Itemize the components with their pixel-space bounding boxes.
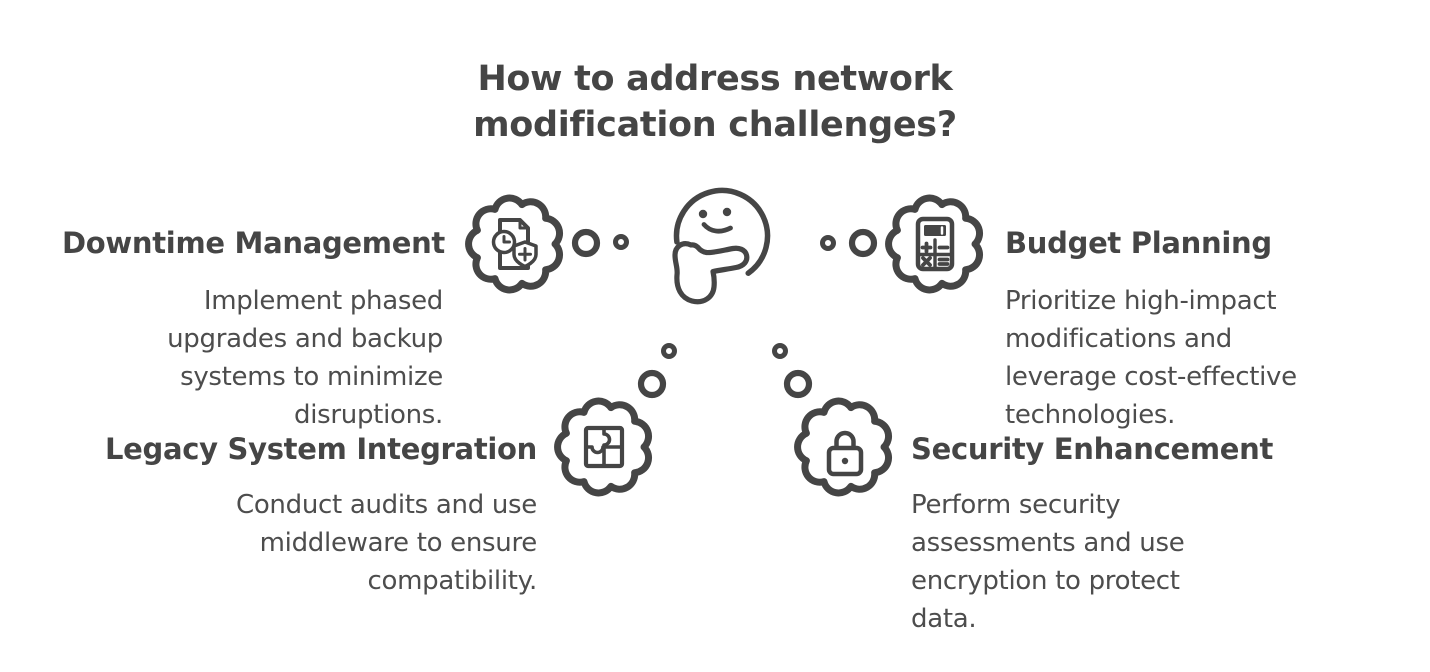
description-line: disruptions.: [294, 400, 443, 430]
thought-bubble-dot: [661, 343, 677, 359]
section-heading-security-enhancement: Security Enhancement: [911, 432, 1274, 466]
face-hand-on-chin: [672, 241, 750, 305]
description-line: Implement phased: [203, 286, 443, 316]
description-line: Conduct audits and use: [235, 490, 537, 520]
section-description-legacy-system-integration: Conduct audits and use middleware to ens…: [236, 486, 537, 600]
description-line: encryption to protect: [911, 566, 1180, 596]
description-line: compatibility.: [367, 566, 538, 596]
description-line: upgrades and backup: [167, 324, 443, 354]
thought-bubble-trails: [571, 228, 878, 399]
section-heading-budget-planning: Budget Planning: [1005, 226, 1272, 260]
page-title: How to address network modification chall…: [0, 56, 1430, 148]
face-left-eye: [698, 209, 708, 219]
section-heading-legacy-system-integration: Legacy System Integration: [104, 432, 537, 466]
title-line-2: modification challenges?: [473, 105, 957, 145]
section-description-security-enhancement: Perform security assessments and use enc…: [911, 486, 1185, 638]
section-description-downtime-management: Implement phased upgrades and backup sys…: [167, 282, 443, 434]
thought-bubble-dot: [848, 228, 878, 258]
downtime-thought-cloud: [465, 194, 564, 294]
thought-bubble-dot: [571, 228, 601, 258]
description-line: data.: [911, 604, 977, 634]
thought-bubble-dot: [783, 369, 813, 399]
description-line: technologies.: [1005, 400, 1176, 430]
calculator-icon: [915, 216, 955, 272]
security-thought-cloud: [794, 397, 893, 497]
thought-bubble-dot: [613, 234, 629, 250]
description-line: assessments and use: [911, 528, 1185, 558]
face-right-eye: [722, 207, 732, 217]
thought-bubble-dot: [637, 369, 667, 399]
title-line-1: How to address network: [477, 59, 953, 99]
section-heading-downtime-management: Downtime Management: [62, 226, 445, 260]
budget-thought-cloud: [885, 194, 984, 294]
description-line: Perform security: [911, 490, 1121, 520]
description-line: leverage cost-effective: [1005, 362, 1297, 392]
description-line: modifications and: [1005, 324, 1232, 354]
thinking-face-figure: [672, 187, 771, 305]
description-line: middleware to ensure: [259, 528, 538, 558]
document-clock-shield-icon: [491, 218, 538, 270]
section-description-budget-planning: Prioritize high-impact modifications and…: [1005, 282, 1297, 434]
description-line: systems to minimize: [180, 362, 443, 392]
face-frown-mouth: [701, 222, 733, 234]
padlock-icon: [826, 430, 864, 477]
legacy-thought-cloud: [554, 397, 653, 497]
puzzle-icon: [583, 425, 625, 469]
thought-bubble-dot: [772, 343, 788, 359]
description-line: Prioritize high-impact: [1005, 286, 1277, 316]
thought-bubble-dot: [820, 235, 836, 251]
